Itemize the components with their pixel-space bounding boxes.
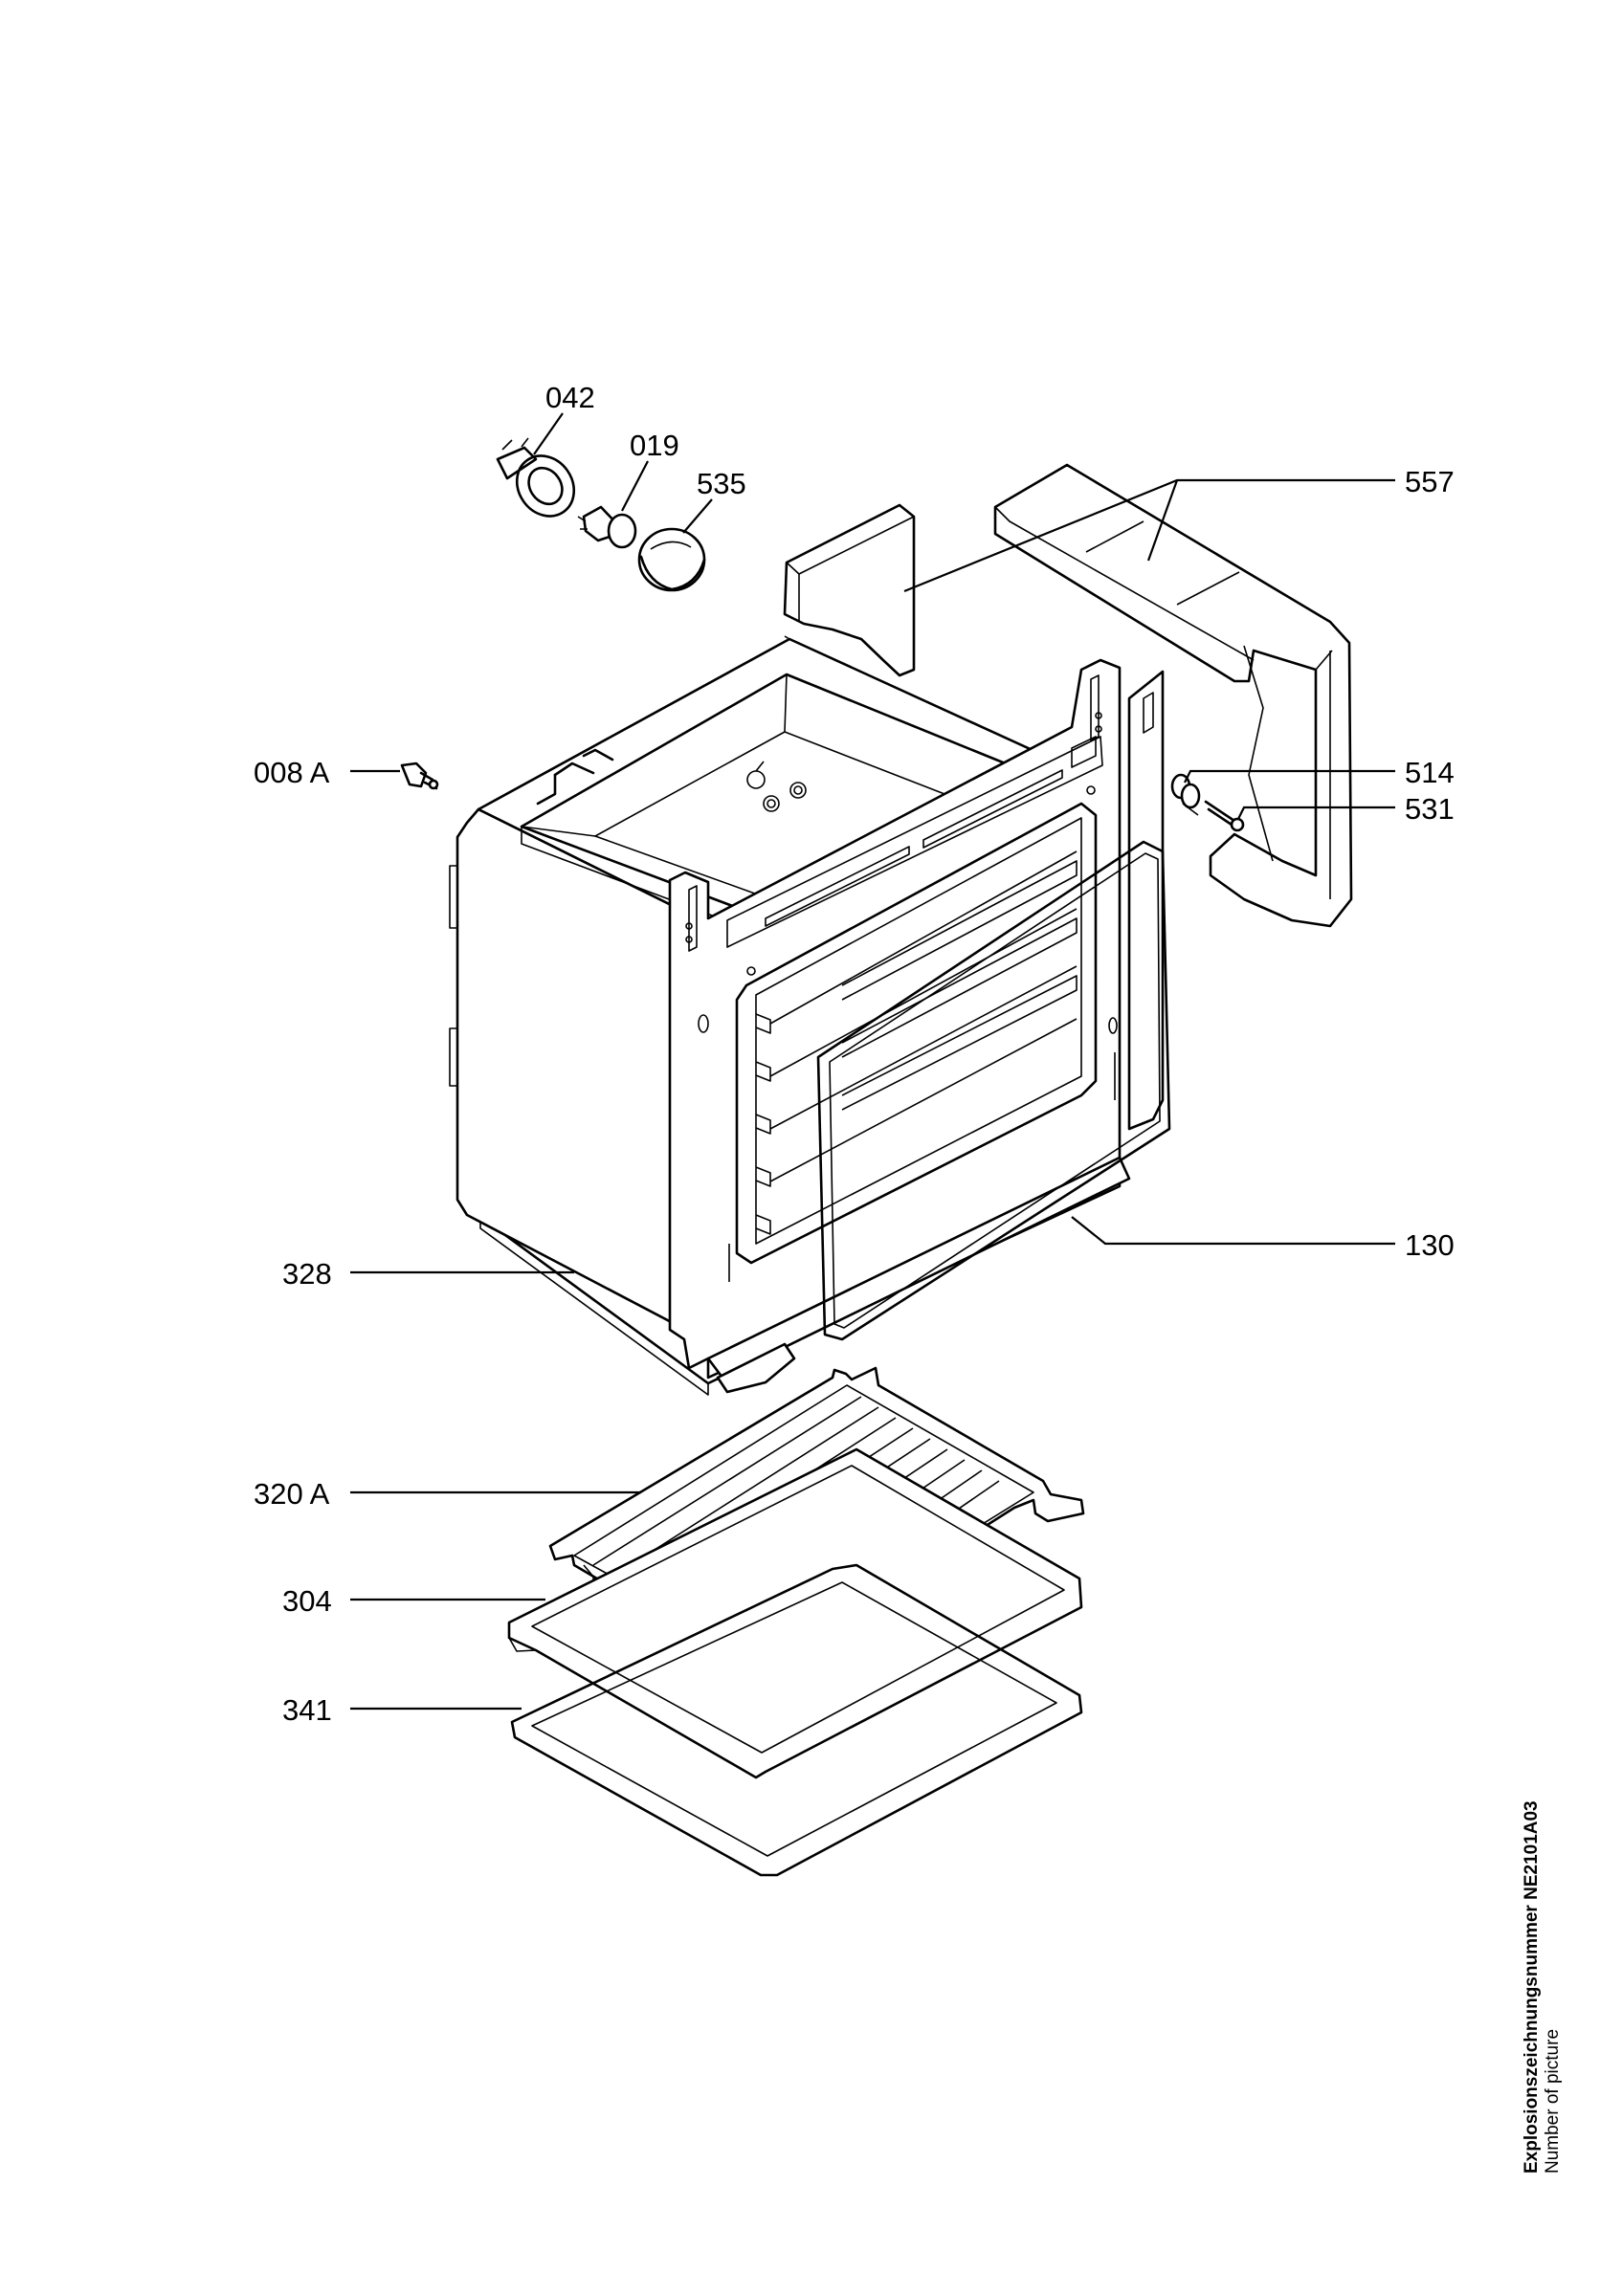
picture-number-label: Explosionszeichnungsnummer NE2101A03 xyxy=(1522,1800,1542,2174)
frame-341 xyxy=(510,1563,1083,1877)
picture-caption-label: Number of picture xyxy=(1543,2028,1563,2174)
lamp-bulb-019 xyxy=(577,505,637,549)
screw-531 xyxy=(1204,800,1245,832)
label-535: 535 xyxy=(697,467,746,500)
label-328: 328 xyxy=(282,1257,332,1291)
leader-lines xyxy=(350,412,1395,1711)
insulation-557 xyxy=(783,463,1353,928)
label-514: 514 xyxy=(1405,756,1455,789)
label-557: 557 xyxy=(1405,465,1455,498)
label-531: 531 xyxy=(1405,792,1455,826)
label-008a: 008 A xyxy=(254,756,330,789)
screw-008a xyxy=(400,762,439,790)
part-514 xyxy=(1170,773,1201,816)
label-130: 130 xyxy=(1405,1228,1455,1262)
label-320a: 320 A xyxy=(254,1477,330,1511)
callout-labels: 042 019 535 557 008 A 514 531 130 328 32… xyxy=(254,381,1455,1727)
door-gasket-130 xyxy=(816,840,1171,1341)
lamp-cover-535 xyxy=(637,527,706,592)
oven-cavity xyxy=(449,635,1165,1394)
label-042: 042 xyxy=(545,381,595,414)
label-304: 304 xyxy=(282,1584,332,1618)
label-019: 019 xyxy=(630,429,679,462)
label-341: 341 xyxy=(282,1693,332,1727)
baking-tray-304 xyxy=(507,1447,1083,1779)
lamp-holder-042 xyxy=(496,437,576,518)
